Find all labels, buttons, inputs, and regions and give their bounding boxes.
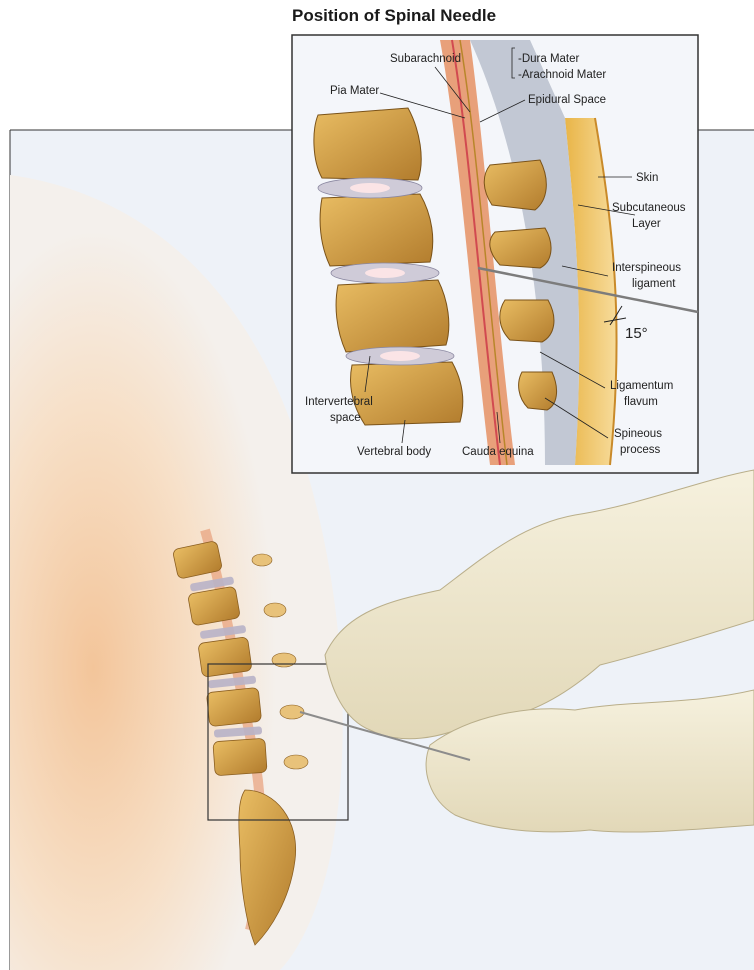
label-pia-mater: Pia Mater [330, 85, 379, 97]
label-spineous-2: process [620, 444, 661, 456]
label-angle: 15° [625, 325, 648, 342]
label-epidural-space: Epidural Space [528, 94, 606, 106]
label-dura-mater: -Dura Mater [518, 53, 580, 65]
label-intervertebral-2: space [330, 412, 361, 424]
label-intervertebral-1: Intervertebral [305, 396, 373, 408]
label-ligamentum-2: flavum [624, 396, 658, 408]
label-subarachnoid: Subarachnoid [390, 53, 461, 65]
label-cauda-equina: Cauda equina [462, 446, 534, 458]
label-vertebral-body: Vertebral body [357, 446, 431, 458]
label-spineous-1: Spineous [614, 428, 662, 440]
label-skin: Skin [636, 172, 658, 184]
label-interspinous-1: Interspineous [612, 262, 681, 274]
inset-panel: Subarachnoid -Dura Mater -Arachnoid Mate… [292, 35, 698, 473]
label-interspinous-2: ligament [632, 278, 676, 290]
label-subcutaneous-2: Layer [632, 218, 661, 230]
figure-title: Position of Spinal Needle [292, 6, 496, 26]
label-subcutaneous-1: Subcutaneous [612, 202, 686, 214]
label-ligamentum-1: Ligamentum [610, 380, 673, 392]
label-arachnoid-mater: -Arachnoid Mater [518, 69, 606, 81]
